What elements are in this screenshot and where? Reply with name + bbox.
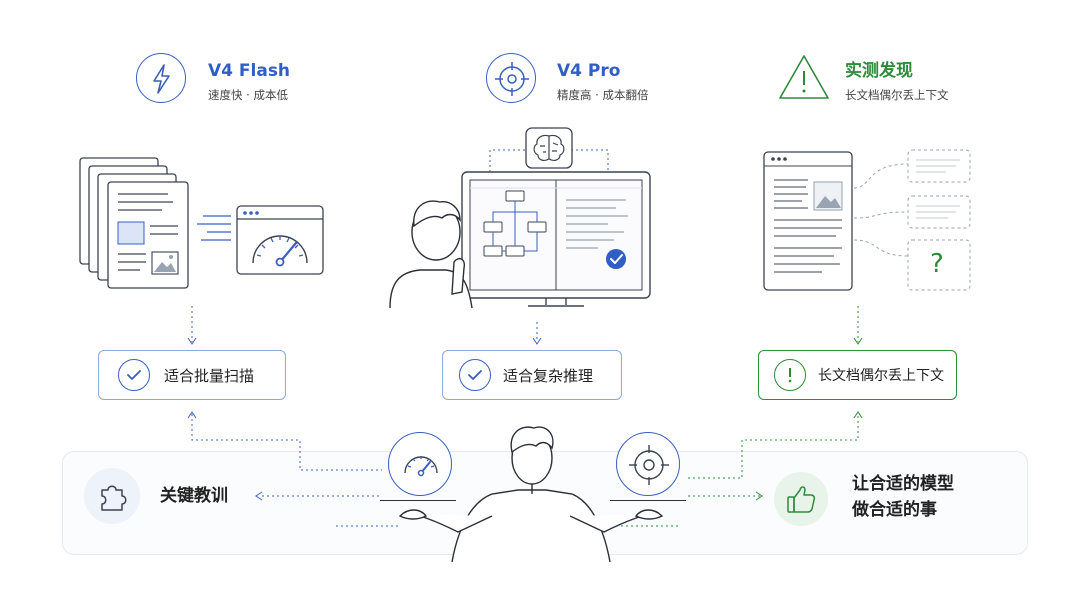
speed-gauge-circle [388,432,452,496]
findings-subtitle: 长文档偶尔丢上下文 [845,88,949,102]
flash-title: V4 Flash [208,61,291,81]
pro-result-pill: 适合复杂推理 [442,350,622,400]
speedometer-icon [404,456,438,477]
balancing-person [398,426,664,563]
target-icon [495,62,529,96]
thinking-person [389,200,473,309]
target-icon [629,445,669,485]
target-gauge-circle [616,432,680,496]
left-tray [380,500,456,501]
pro-result-label: 适合复杂推理 [503,366,594,385]
lesson-label: 关键教训 [160,486,228,506]
speed-lines [197,215,231,241]
check-icon [118,359,150,391]
thumbs-up-icon-circle [774,472,828,526]
findings-result-pill: 长文档偶尔丢上下文 [758,350,957,400]
question-mark: ? [930,249,944,279]
exclamation-icon [774,359,806,391]
pro-header-icon-circle [486,53,536,103]
conclusion-line-2: 做合适的事 [852,500,937,520]
pro-subtitle: 精度高 · 成本翻倍 [557,88,649,102]
flash-subtitle: 速度快 · 成本低 [208,88,288,102]
findings-result-label: 长文档偶尔丢上下文 [818,368,944,384]
check-icon [459,359,491,391]
findings-title: 实测发现 [845,61,913,81]
document-stack-illustration [79,157,189,289]
speedometer-window [236,205,324,275]
flash-header-icon-circle [136,53,186,103]
analysis-monitor-illustration [389,127,651,309]
conclusion-line-1: 让合适的模型 [852,474,954,494]
pro-title: V4 Pro [557,61,621,81]
thumbs-up-icon [787,486,816,513]
missing-context-illustration [763,149,971,291]
flash-result-pill: 适合批量扫描 [98,350,286,400]
lightning-icon [153,64,170,94]
puzzle-icon-circle [84,468,140,524]
puzzle-icon [101,485,127,511]
right-tray [610,500,686,501]
warning-icon [779,55,829,99]
flash-result-label: 适合批量扫描 [164,366,255,385]
brain-icon [533,134,565,161]
